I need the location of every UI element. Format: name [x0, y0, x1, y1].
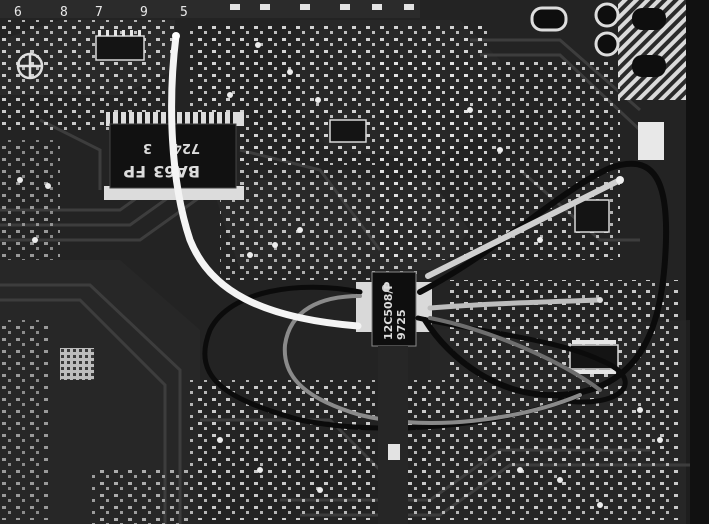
- white-pad: [638, 122, 664, 160]
- mounting-holes: [530, 2, 666, 77]
- small-ic-pins: [98, 30, 616, 374]
- modchip: 12C508/P 9725: [356, 271, 432, 347]
- main-chip-code-suffix: 3: [143, 140, 152, 155]
- white-wire: [168, 32, 362, 330]
- edge-digit: 8: [60, 5, 68, 20]
- grey-wire: [425, 177, 623, 279]
- main-chip-code: 724: [173, 140, 200, 155]
- wires: [168, 32, 670, 431]
- edge-digit: 7: [95, 5, 103, 20]
- modchip-date-code: 9725: [395, 309, 408, 340]
- checkered-component: [60, 348, 94, 380]
- top-edge-pads: [230, 4, 414, 10]
- edge-digit: 9: [140, 5, 148, 20]
- crossed-circle: [16, 52, 44, 80]
- edge-digit: 6: [14, 5, 22, 20]
- center-trace-strip: [378, 346, 408, 524]
- grey-wire: [428, 316, 602, 392]
- main-chip-suffix: FP: [123, 162, 146, 181]
- edge-digit: 5: [180, 5, 188, 20]
- board-right-shadow: [686, 0, 709, 524]
- black-wire: [417, 160, 670, 399]
- edge-digits: 6 8 7 9 5: [14, 5, 188, 20]
- bottom-pad: [388, 444, 400, 460]
- modchip-label: 12C508/P: [382, 282, 395, 340]
- vias: [17, 42, 663, 508]
- grey-wire: [282, 294, 582, 425]
- grey-wire: [427, 297, 603, 311]
- top-edge-strip: [0, 0, 420, 18]
